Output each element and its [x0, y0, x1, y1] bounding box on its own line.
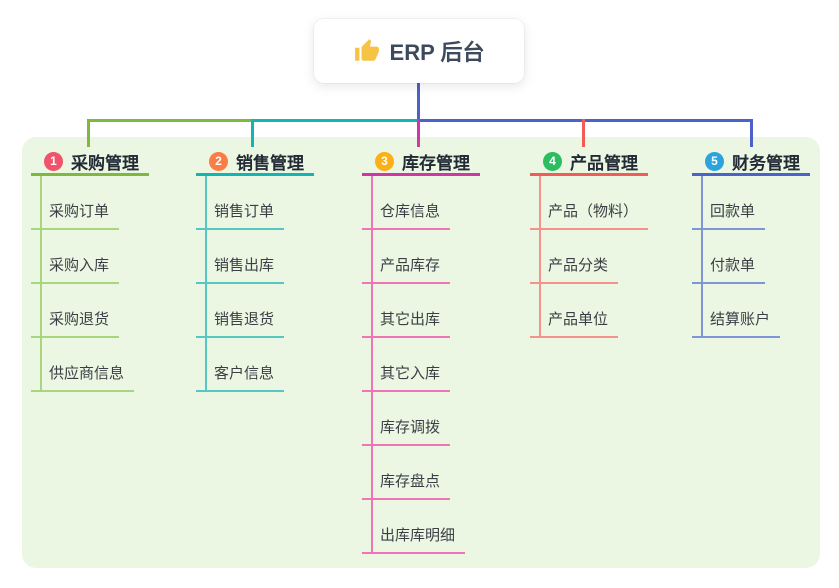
child-node-label: 采购订单 — [49, 203, 110, 220]
branches-panel — [22, 137, 820, 568]
child-node[interactable]: 产品（物料） — [530, 176, 649, 230]
child-node-label: 供应商信息 — [49, 365, 125, 382]
child-node-label: 结算账户 — [710, 311, 771, 328]
child-node-label: 采购退货 — [49, 311, 110, 328]
branch-node[interactable]: 3 库存管理 — [362, 149, 480, 176]
child-node-label: 客户信息 — [214, 365, 275, 382]
branch-label: 产品管理 — [570, 153, 638, 173]
branch-children: 采购订单采购入库采购退货供应商信息 — [31, 176, 149, 392]
branch-column: 1 采购管理采购订单采购入库采购退货供应商信息 — [31, 149, 149, 392]
child-node[interactable]: 仓库信息 — [362, 176, 451, 230]
branch-drop-line — [417, 119, 420, 147]
child-node[interactable]: 回款单 — [692, 176, 766, 230]
child-node[interactable]: 库存调拨 — [362, 392, 451, 446]
child-node[interactable]: 结算账户 — [692, 284, 781, 338]
child-node[interactable]: 产品库存 — [362, 230, 451, 284]
child-node[interactable]: 其它入库 — [362, 338, 451, 392]
child-node-label: 其它入库 — [380, 365, 441, 382]
branch-children: 销售订单销售出库销售退货客户信息 — [196, 176, 314, 392]
child-node[interactable]: 销售订单 — [196, 176, 285, 230]
branch-column: 3 库存管理仓库信息产品库存其它出库其它入库库存调拨库存盘点出库库明细 — [362, 149, 480, 554]
connector-segment — [251, 119, 420, 122]
branch-label: 销售管理 — [236, 153, 304, 173]
children-connector-line — [701, 176, 703, 338]
branch-number-badge: 5 — [705, 151, 724, 171]
root-node-label: ERP 后台 — [389, 40, 485, 65]
child-node[interactable]: 产品分类 — [530, 230, 619, 284]
branch-node[interactable]: 4 产品管理 — [530, 149, 648, 176]
children-connector-line — [371, 176, 373, 554]
child-node-label: 产品分类 — [548, 257, 609, 274]
branch-label: 财务管理 — [732, 153, 800, 173]
child-node-label: 付款单 — [710, 257, 756, 274]
child-node[interactable]: 采购退货 — [31, 284, 120, 338]
child-node[interactable]: 供应商信息 — [31, 338, 135, 392]
branch-children: 产品（物料） 产品分类产品单位 — [530, 176, 649, 338]
children-connector-line — [205, 176, 207, 392]
child-node-label: 产品（物料） — [548, 203, 639, 220]
child-node-label: 销售订单 — [214, 203, 275, 220]
child-node-label: 产品库存 — [380, 257, 441, 274]
child-node[interactable]: 销售退货 — [196, 284, 285, 338]
branch-column: 2 销售管理销售订单销售出库销售退货客户信息 — [196, 149, 314, 392]
child-node-label: 仓库信息 — [380, 203, 441, 220]
child-node-label: 其它出库 — [380, 311, 441, 328]
branch-number-badge: 1 — [44, 151, 63, 171]
branch-drop-line — [251, 119, 254, 147]
child-node[interactable]: 其它出库 — [362, 284, 451, 338]
child-node[interactable]: 采购订单 — [31, 176, 120, 230]
branch-number-badge: 4 — [543, 151, 562, 171]
branch-drop-line — [582, 119, 585, 147]
branch-node[interactable]: 2 销售管理 — [196, 149, 314, 176]
child-node[interactable]: 销售出库 — [196, 230, 285, 284]
branch-number-badge: 2 — [209, 151, 228, 171]
child-node[interactable]: 客户信息 — [196, 338, 285, 392]
child-node[interactable]: 付款单 — [692, 230, 766, 284]
branch-node[interactable]: 1 采购管理 — [31, 149, 149, 176]
branch-children: 回款单付款单结算账户 — [692, 176, 810, 338]
child-node[interactable]: 出库库明细 — [362, 500, 466, 554]
branch-drop-line — [87, 119, 90, 147]
branch-column: 4 产品管理产品（物料） 产品分类产品单位 — [530, 149, 649, 338]
child-node[interactable]: 产品单位 — [530, 284, 619, 338]
root-node[interactable]: ERP 后台 — [314, 19, 524, 83]
children-connector-line — [539, 176, 541, 338]
child-node[interactable]: 库存盘点 — [362, 446, 451, 500]
child-node-label: 采购入库 — [49, 257, 110, 274]
child-node-label: 销售出库 — [214, 257, 275, 274]
child-node-label: 产品单位 — [548, 311, 609, 328]
child-node-label: 出库库明细 — [380, 527, 456, 544]
branch-children: 仓库信息产品库存其它出库其它入库库存调拨库存盘点出库库明细 — [362, 176, 480, 554]
branch-label: 库存管理 — [402, 153, 470, 173]
child-node[interactable]: 采购入库 — [31, 230, 120, 284]
child-node-label: 回款单 — [710, 203, 756, 220]
branch-column: 5 财务管理回款单付款单结算账户 — [692, 149, 810, 338]
child-node-label: 销售退货 — [214, 311, 275, 328]
child-node-label: 库存盘点 — [380, 473, 441, 490]
branch-node[interactable]: 5 财务管理 — [692, 149, 810, 176]
children-connector-line — [40, 176, 42, 392]
connector-segment — [87, 119, 253, 122]
branch-number-badge: 3 — [375, 151, 394, 171]
child-node-label: 库存调拨 — [380, 419, 441, 436]
branch-drop-line — [750, 119, 753, 147]
branch-label: 采购管理 — [71, 153, 139, 173]
root-trunk-line — [417, 83, 420, 120]
thumbs-up-icon — [354, 38, 380, 64]
